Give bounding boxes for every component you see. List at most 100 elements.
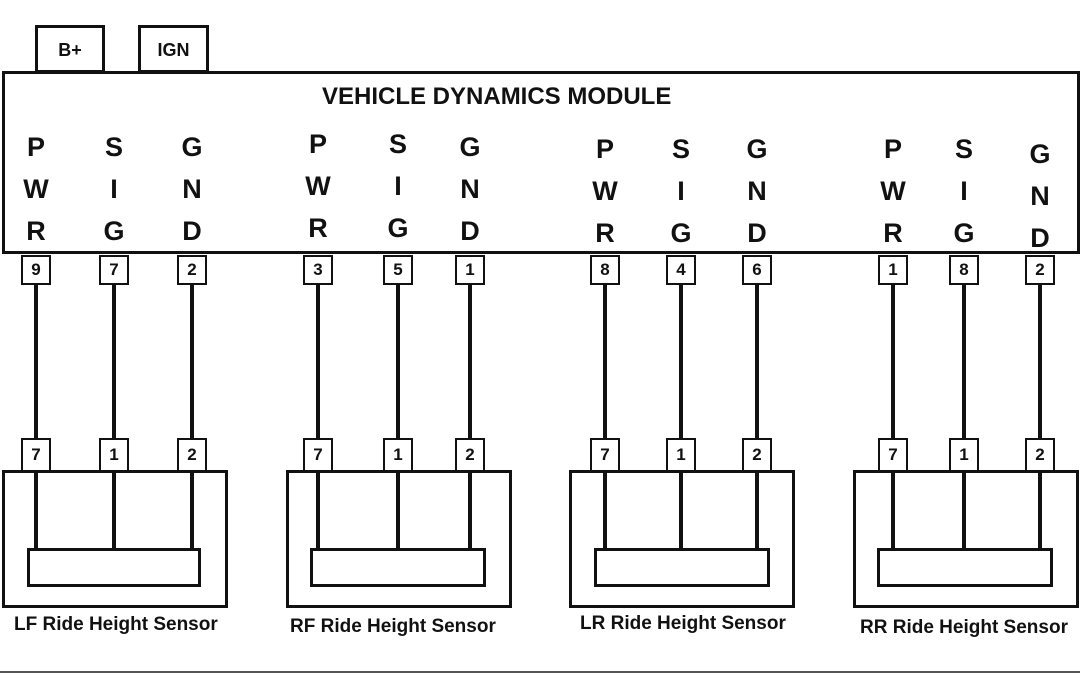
terminal-letter-pwr: W [305, 171, 331, 201]
terminal-letter-pwr: P [308, 129, 327, 159]
sensor-pin-pwr: 7 [21, 438, 51, 472]
ign-label: IGN [157, 40, 190, 60]
sensor-internal-wire [316, 472, 320, 548]
sensor-label: LR Ride Height Sensor [580, 613, 786, 634]
sensor-pin-gnd: 2 [177, 438, 207, 472]
vehicle-dynamics-module [2, 71, 1080, 254]
terminal-letter-sig: I [677, 176, 685, 206]
wire-sig [112, 285, 116, 438]
terminal-letter-sig: G [953, 218, 975, 248]
terminal-letter-gnd: D [1030, 223, 1050, 253]
sensor-internal-wire [396, 472, 400, 548]
terminal-letter-pwr: W [23, 174, 49, 204]
terminal-letter-sig: G [103, 216, 125, 246]
wire-sig [679, 285, 683, 438]
terminal-letter-gnd: N [1030, 181, 1050, 211]
sensor-internal-wire [962, 472, 966, 548]
terminal-letter-sig: S [104, 132, 123, 162]
module-pin-sig: 8 [949, 255, 979, 285]
terminal-letter-gnd: N [182, 174, 202, 204]
module-pin-pwr: 3 [303, 255, 333, 285]
terminal-letter-gnd: D [747, 218, 767, 248]
sensor-label: RF Ride Height Sensor [290, 616, 496, 637]
sensor-internal-wire [190, 472, 194, 548]
wire-gnd [1038, 285, 1042, 438]
module-pin-sig: 4 [666, 255, 696, 285]
sensor-element [594, 548, 770, 587]
sensor-pin-sig: 1 [666, 438, 696, 472]
terminal-letter-pwr: W [592, 176, 618, 206]
terminal-letter-sig: I [110, 174, 118, 204]
module-pin-gnd: 1 [455, 255, 485, 285]
sensor-pin-sig: 1 [99, 438, 129, 472]
terminal-letter-sig: I [394, 171, 402, 201]
terminal-letter-gnd: N [460, 174, 480, 204]
sensor-element [310, 548, 486, 587]
sensor-housing [853, 470, 1079, 608]
module-pin-sig: 7 [99, 255, 129, 285]
terminal-letter-sig: G [670, 218, 692, 248]
terminal-letter-sig: I [960, 176, 968, 206]
module-pin-sig: 5 [383, 255, 413, 285]
wire-pwr [316, 285, 320, 438]
terminal-letter-sig: S [954, 134, 973, 164]
wire-pwr [891, 285, 895, 438]
terminal-letter-pwr: R [595, 218, 615, 248]
wire-pwr [34, 285, 38, 438]
sensor-label: LF Ride Height Sensor [14, 614, 218, 635]
ign-input-tab: IGN [138, 25, 209, 73]
sensor-internal-wire [1038, 472, 1042, 548]
bottom-divider [0, 671, 1080, 673]
sensor-pin-pwr: 7 [303, 438, 333, 472]
terminal-letter-gnd: D [182, 216, 202, 246]
wire-gnd [755, 285, 759, 438]
terminal-letter-sig: G [387, 213, 409, 243]
terminal-letter-pwr: P [595, 134, 614, 164]
sensor-pin-sig: 1 [383, 438, 413, 472]
module-pin-gnd: 6 [742, 255, 772, 285]
terminal-letter-pwr: R [26, 216, 46, 246]
sensor-label: RR Ride Height Sensor [860, 617, 1068, 638]
wire-gnd [468, 285, 472, 438]
terminal-letter-sig: S [671, 134, 690, 164]
module-title: VEHICLE DYNAMICS MODULE [322, 83, 672, 110]
sensor-element [877, 548, 1053, 587]
sensor-internal-wire [679, 472, 683, 548]
terminal-letter-pwr: R [883, 218, 903, 248]
sensor-internal-wire [891, 472, 895, 548]
module-pin-gnd: 2 [177, 255, 207, 285]
sensor-internal-wire [112, 472, 116, 548]
sensor-pin-gnd: 2 [1025, 438, 1055, 472]
sensor-pin-sig: 1 [949, 438, 979, 472]
b-plus-label: B+ [58, 40, 82, 60]
wire-gnd [190, 285, 194, 438]
sensor-pin-pwr: 7 [878, 438, 908, 472]
module-pin-pwr: 9 [21, 255, 51, 285]
sensor-pin-gnd: 2 [742, 438, 772, 472]
terminal-letter-gnd: G [746, 134, 768, 164]
wire-sig [396, 285, 400, 438]
terminal-letter-pwr: P [26, 132, 45, 162]
terminal-letter-pwr: P [883, 134, 902, 164]
terminal-letter-gnd: G [181, 132, 203, 162]
wire-sig [962, 285, 966, 438]
sensor-internal-wire [34, 472, 38, 548]
b-plus-input-tab: B+ [35, 25, 105, 73]
module-pin-gnd: 2 [1025, 255, 1055, 285]
sensor-element [27, 548, 201, 587]
terminal-letter-pwr: W [880, 176, 906, 206]
sensor-pin-gnd: 2 [455, 438, 485, 472]
sensor-internal-wire [468, 472, 472, 548]
wire-pwr [603, 285, 607, 438]
sensor-internal-wire [603, 472, 607, 548]
terminal-letter-gnd: G [1029, 139, 1051, 169]
sensor-internal-wire [755, 472, 759, 548]
terminal-letter-pwr: R [308, 213, 328, 243]
terminal-letter-gnd: N [747, 176, 767, 206]
sensor-pin-pwr: 7 [590, 438, 620, 472]
terminal-letter-sig: S [388, 129, 407, 159]
terminal-letter-gnd: G [459, 132, 481, 162]
terminal-letter-gnd: D [460, 216, 480, 246]
module-pin-pwr: 8 [590, 255, 620, 285]
module-pin-pwr: 1 [878, 255, 908, 285]
